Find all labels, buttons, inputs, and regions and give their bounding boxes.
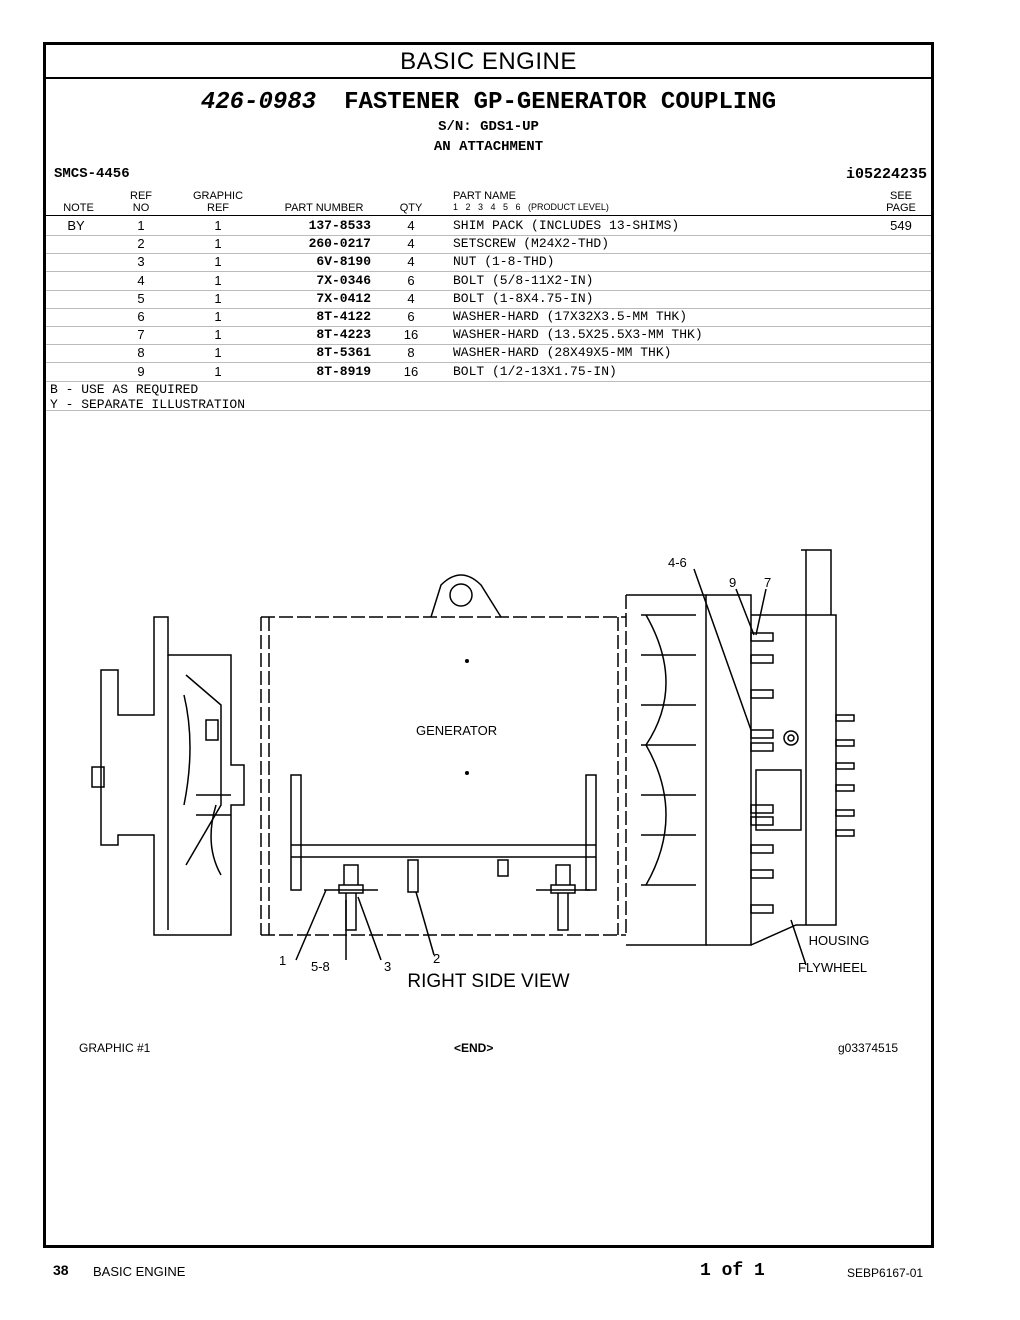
header-qty: QTY xyxy=(399,202,423,214)
table-row: 9 1 8T-8919 16 BOLT (1/2-13X1.75-IN) xyxy=(46,363,931,382)
part-name: WASHER-HARD (28X49X5-MM THK) xyxy=(453,345,672,361)
part-number[interactable]: 7X-0412 xyxy=(316,290,371,306)
graphic-id: g03374515 xyxy=(838,1041,899,1055)
part-name: BOLT (5/8-11X2-IN) xyxy=(453,272,594,288)
smcs-code: SMCS-4456 xyxy=(54,166,130,182)
callout-5-8: 5-8 xyxy=(311,959,330,974)
flywheel-label-line2: HOUSING xyxy=(808,933,870,948)
callout-3: 3 xyxy=(384,959,391,974)
quantity: 8 xyxy=(407,345,415,361)
callout-7: 7 xyxy=(764,575,771,590)
header-part-name: PART NAME xyxy=(453,190,516,202)
table-row: BY 1 1 137-8533 4 SHIM PACK (INCLUDES 13-SHIM… xyxy=(46,217,931,236)
table-row: 5 1 7X-0412 4 BOLT (1-8X4.75-IN) xyxy=(46,290,931,309)
header-part-number: PART NUMBER xyxy=(284,202,364,214)
graphic-ref: 1 xyxy=(214,309,222,324)
header-product-level: 1 2 3 4 5 6 (PRODUCT LEVEL) xyxy=(453,202,609,212)
legend-item: Y - SEPARATE ILLUSTRATION xyxy=(50,397,246,412)
table-row: 7 1 8T-4223 16 WASHER-HARD (13.5X25.5X3-MM T… xyxy=(46,326,931,346)
graphic-ref: 1 xyxy=(214,290,222,306)
part-name: BOLT (1-8X4.75-IN) xyxy=(453,290,594,306)
section-title: BASIC ENGINE xyxy=(46,45,931,79)
header-ref-bottom: NO xyxy=(132,202,150,214)
header-ref-top: REF xyxy=(130,190,152,202)
part-number[interactable]: 7X-0346 xyxy=(316,272,371,288)
callout-1: 1 xyxy=(279,953,286,968)
graphic-ref: 1 xyxy=(214,327,222,343)
ref-number: 1 xyxy=(137,218,145,233)
part-name: BOLT (1/2-13X1.75-IN) xyxy=(453,363,617,379)
see-page[interactable]: 549 xyxy=(890,218,912,233)
footer-doc-number: SEBP6167-01 xyxy=(847,1266,924,1280)
part-note: BY xyxy=(67,218,85,233)
ref-number: 9 xyxy=(137,363,145,379)
part-number[interactable]: 8T-5361 xyxy=(316,345,371,361)
part-number[interactable]: 8T-4223 xyxy=(316,327,371,343)
ref-number: 2 xyxy=(137,236,145,252)
quantity: 4 xyxy=(407,290,415,306)
group-name: FASTENER GP-GENERATOR COUPLING xyxy=(344,89,777,116)
footer-page-number: 38 xyxy=(53,1262,69,1278)
end-marker: <END> xyxy=(454,1041,494,1055)
callout-2: 2 xyxy=(433,951,440,966)
ident-number: i05224235 xyxy=(845,166,927,183)
generator-label: GENERATOR xyxy=(416,723,497,738)
quantity: 4 xyxy=(407,254,415,270)
header-see-bottom: PAGE xyxy=(886,202,916,214)
group-title: 426-0983 FASTENER GP-GENERATOR COUPLING xyxy=(46,89,931,116)
graphic-ref: 1 xyxy=(214,218,222,233)
quantity: 16 xyxy=(403,327,419,343)
group-type: AN ATTACHMENT xyxy=(433,139,544,155)
part-name: SHIM PACK (INCLUDES 13-SHIMS) xyxy=(453,218,680,233)
page-frame: BASIC ENGINE 426-0983 FASTENER GP-GENERAT… xyxy=(43,42,934,1248)
header-see-top: SEE xyxy=(889,190,912,202)
quantity: 4 xyxy=(407,236,415,252)
table-row: 8 1 8T-5361 8 WASHER-HARD (28X49X5-MM THK) xyxy=(46,344,931,364)
generator-illustration: GENERATOR 4-6 9 7 1 5-8 3 2 FLYWHEEL xyxy=(91,549,867,975)
flywheel-label-line1: FLYWHEEL xyxy=(798,960,867,975)
ref-number: 4 xyxy=(137,272,145,288)
graphic-number: GRAPHIC #1 xyxy=(79,1041,151,1055)
part-number[interactable]: 8T-4122 xyxy=(316,309,371,324)
view-caption: RIGHT SIDE VIEW xyxy=(407,971,570,992)
graphic-ref: 1 xyxy=(214,345,222,361)
header-divider xyxy=(46,215,931,216)
part-number[interactable]: 260-0217 xyxy=(308,236,371,252)
callout-9: 9 xyxy=(729,575,736,590)
group-number: 426-0983 xyxy=(200,89,317,116)
header-graphic-top: GRAPHIC xyxy=(192,190,244,202)
callout-4-6: 4-6 xyxy=(668,555,687,570)
part-name: WASHER-HARD (13.5X25.5X3-MM THK) xyxy=(453,327,703,343)
legend-divider xyxy=(46,410,931,411)
table-row: 3 1 6V-8190 4 NUT (1-8-THD) xyxy=(46,253,931,273)
graphic-ref: 1 xyxy=(214,254,222,270)
quantity: 6 xyxy=(407,309,415,324)
part-name: WASHER-HARD (17X32X3.5-MM THK) xyxy=(453,309,688,324)
graphic-ref: 1 xyxy=(214,272,222,288)
part-number[interactable]: 8T-8919 xyxy=(316,363,371,379)
ref-number: 3 xyxy=(137,254,145,270)
part-number[interactable]: 6V-8190 xyxy=(316,254,371,270)
legend-item: B - USE AS REQUIRED xyxy=(50,382,199,397)
table-row: 4 1 7X-0346 6 BOLT (5/8-11X2-IN) xyxy=(46,272,931,291)
graphic-ref: 1 xyxy=(214,236,222,252)
quantity: 16 xyxy=(403,363,419,379)
header-graphic-bottom: REF xyxy=(207,202,229,214)
ref-number: 6 xyxy=(137,309,145,324)
footer-section: BASIC ENGINE xyxy=(93,1264,186,1279)
quantity: 6 xyxy=(407,272,415,288)
table-row: 2 1 260-0217 4 SETSCREW (M24X2-THD) xyxy=(46,235,931,255)
part-number[interactable]: 137-8533 xyxy=(308,218,371,233)
ref-number: 7 xyxy=(137,327,145,343)
part-name: SETSCREW (M24X2-THD) xyxy=(453,236,610,252)
ref-number: 8 xyxy=(137,345,145,361)
part-name: NUT (1-8-THD) xyxy=(453,254,555,270)
table-row: 6 1 8T-4122 6 WASHER-HARD (17X32X3.5-MM THK) xyxy=(46,308,931,327)
graphic-ref: 1 xyxy=(214,363,222,379)
ref-number: 5 xyxy=(137,290,145,306)
footer-page-of: 1 of 1 xyxy=(700,1261,765,1281)
serial-number: S/N: GDS1-UP xyxy=(438,119,539,135)
header-note: NOTE xyxy=(63,202,94,214)
quantity: 4 xyxy=(407,218,415,233)
